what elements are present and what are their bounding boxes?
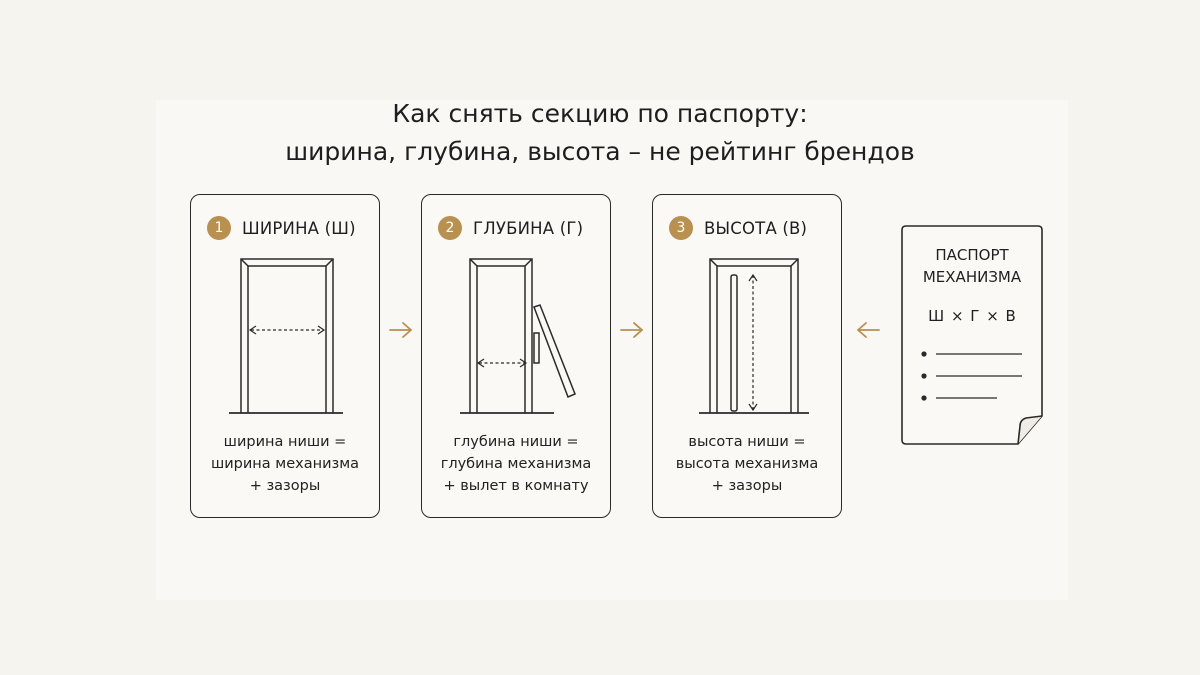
step-label: ВЫСОТА (В) [704, 218, 808, 238]
step-number-badge: 2 [438, 216, 462, 240]
caption-line: + зазоры [711, 478, 783, 494]
step-card-depth: 2 ГЛУБИНА (Г) глубина ниши = глубина мех… [421, 194, 611, 518]
step-card-height: 3 ВЫСОТА (В) высота ниши = высота механи… [652, 194, 842, 518]
step-label: ГЛУБИНА (Г) [473, 218, 584, 238]
passport-title-line: МЕХАНИЗМА [922, 268, 1022, 286]
caption-line: высота ниши = [688, 434, 806, 450]
step-label: ШИРИНА (Ш) [242, 218, 356, 238]
right-arrow-icon [389, 322, 412, 338]
caption-line: глубина ниши = [453, 434, 579, 450]
door-width-icon [229, 258, 343, 414]
caption-line: ширина механизма [210, 456, 360, 472]
step-card-width: 1 ШИРИНА (Ш) ширина ниши = ширина механи… [190, 194, 380, 518]
right-arrow-icon [620, 322, 643, 338]
door-depth-icon [460, 258, 576, 414]
title-line-1: Как снять секцию по паспорту: [392, 99, 808, 128]
passport-title: ПАСПОРТ МЕХАНИЗМА [900, 244, 1044, 288]
page-title: Как снять секцию по паспорту: ширина, гл… [0, 95, 1200, 171]
step-header: 2 ГЛУБИНА (Г) [438, 215, 602, 241]
document-icon [901, 225, 1043, 445]
passport-title-line: ПАСПОРТ [935, 246, 1009, 264]
passport-formula: Ш × Г × В [928, 307, 1016, 325]
step-caption: высота ниши = высота механизма + зазоры [653, 431, 841, 497]
step-header: 3 ВЫСОТА (В) [669, 215, 833, 241]
door-height-icon [699, 258, 809, 414]
step-caption: ширина ниши = ширина механизма + зазоры [191, 431, 379, 497]
caption-line: + вылет в комнату [443, 478, 589, 494]
caption-line: + зазоры [249, 478, 321, 494]
left-arrow-icon [857, 322, 880, 338]
step-number-badge: 3 [669, 216, 693, 240]
title-line-2: ширина, глубина, высота – не рейтинг бре… [285, 137, 915, 166]
caption-line: высота механизма [675, 456, 819, 472]
step-caption: глубина ниши = глубина механизма + вылет… [422, 431, 610, 497]
caption-line: ширина ниши = [223, 434, 347, 450]
caption-line: глубина механизма [440, 456, 592, 472]
step-number-badge: 1 [207, 216, 231, 240]
step-header: 1 ШИРИНА (Ш) [207, 215, 371, 241]
